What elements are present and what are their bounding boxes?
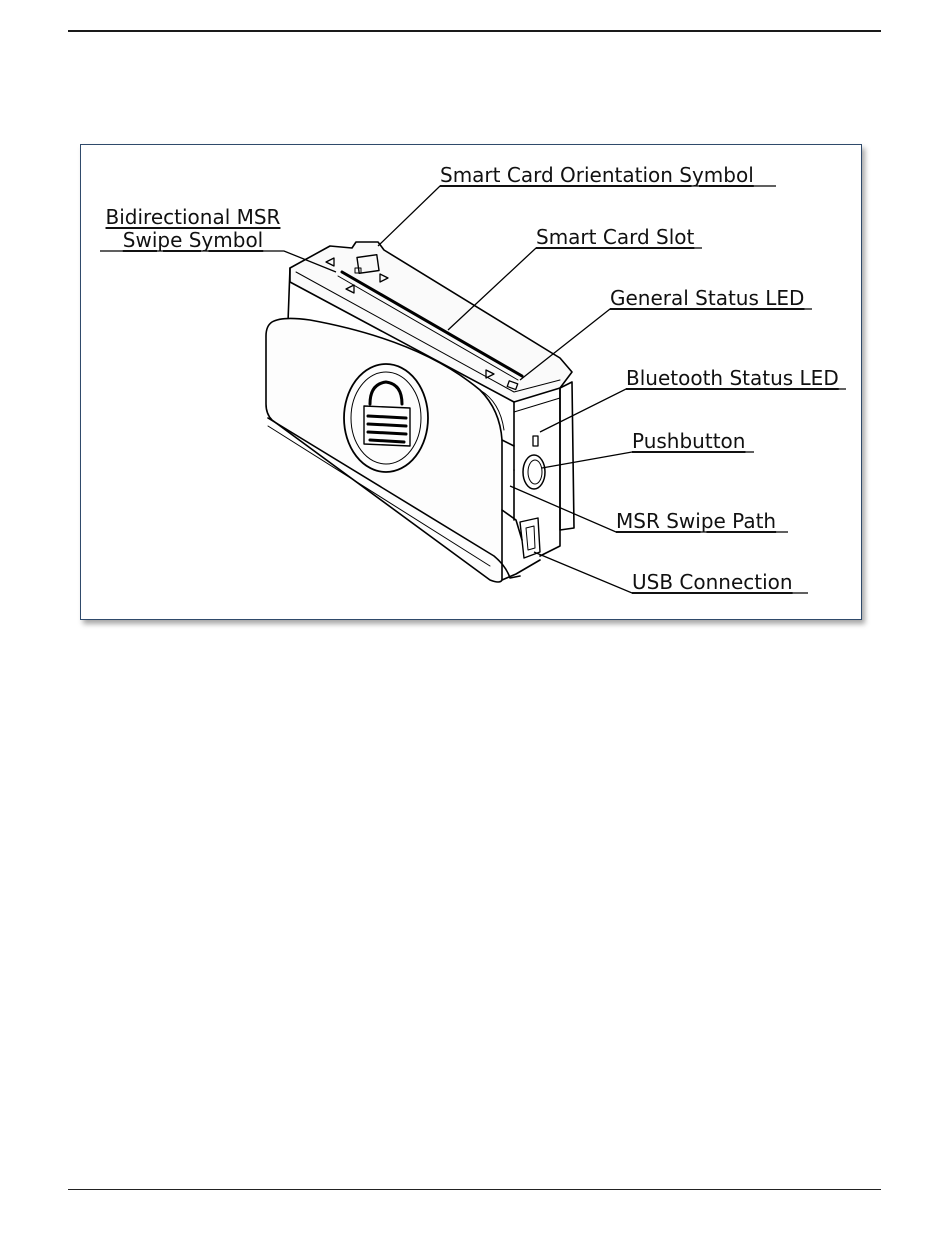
callout-msr-swipe-symbol: Bidirectional MSR Swipe Symbol [100, 206, 286, 252]
callout-msr-line2: Swipe Symbol [100, 229, 286, 252]
callout-usb: USB Connection [632, 571, 793, 593]
callout-msr-line1: Bidirectional MSR [100, 206, 286, 229]
callout-card-slot: Smart Card Slot [536, 226, 694, 248]
callout-general-led: General Status LED [610, 287, 804, 309]
callout-swipe-path: MSR Swipe Path [616, 510, 776, 532]
footer-rule [68, 1189, 881, 1190]
leader-bluetooth-led [540, 389, 846, 432]
bluetooth-led [533, 436, 538, 446]
callout-orientation-symbol: Smart Card Orientation Symbol [440, 164, 754, 186]
usb-port [520, 518, 540, 558]
callout-pushbutton: Pushbutton [632, 430, 745, 452]
reader-right-side [514, 382, 574, 530]
callout-bluetooth-led: Bluetooth Status LED [626, 367, 839, 389]
